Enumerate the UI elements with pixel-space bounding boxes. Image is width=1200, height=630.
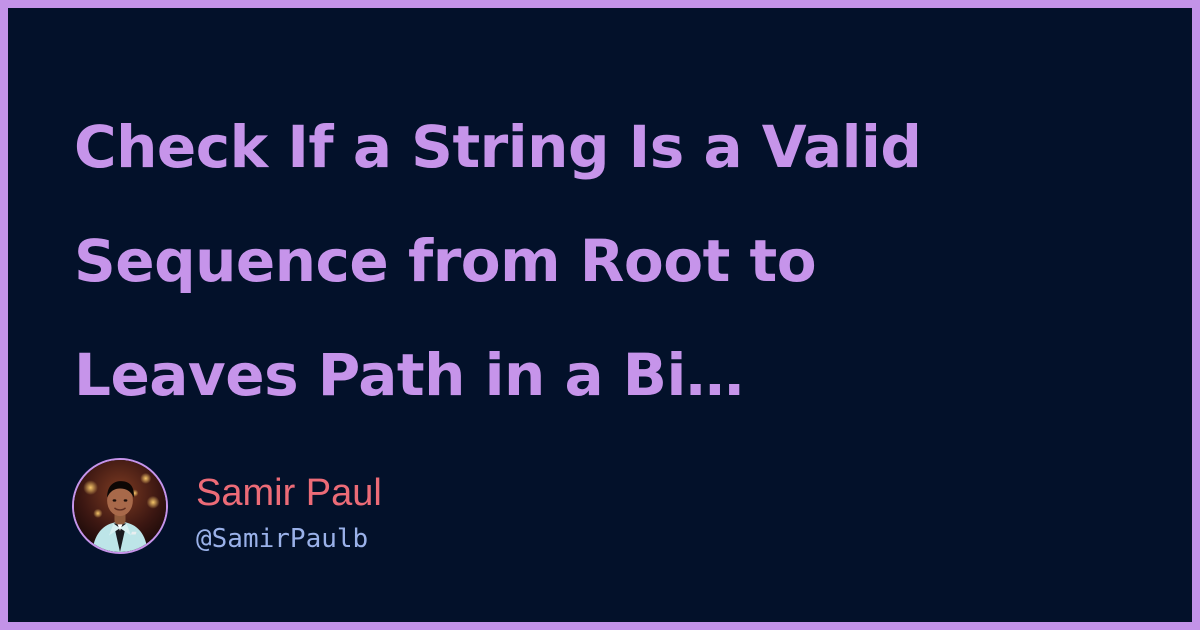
avatar-portrait	[74, 460, 166, 552]
author-name: Samir Paul	[196, 472, 382, 514]
avatar	[72, 458, 168, 554]
og-card: Check If a String Is a Valid Sequence fr…	[8, 8, 1192, 622]
author-handle: @SamirPaulb	[196, 524, 369, 554]
post-title: Check If a String Is a Valid Sequence fr…	[74, 113, 922, 409]
author-block: Samir Paul @SamirPaulb	[72, 456, 592, 558]
